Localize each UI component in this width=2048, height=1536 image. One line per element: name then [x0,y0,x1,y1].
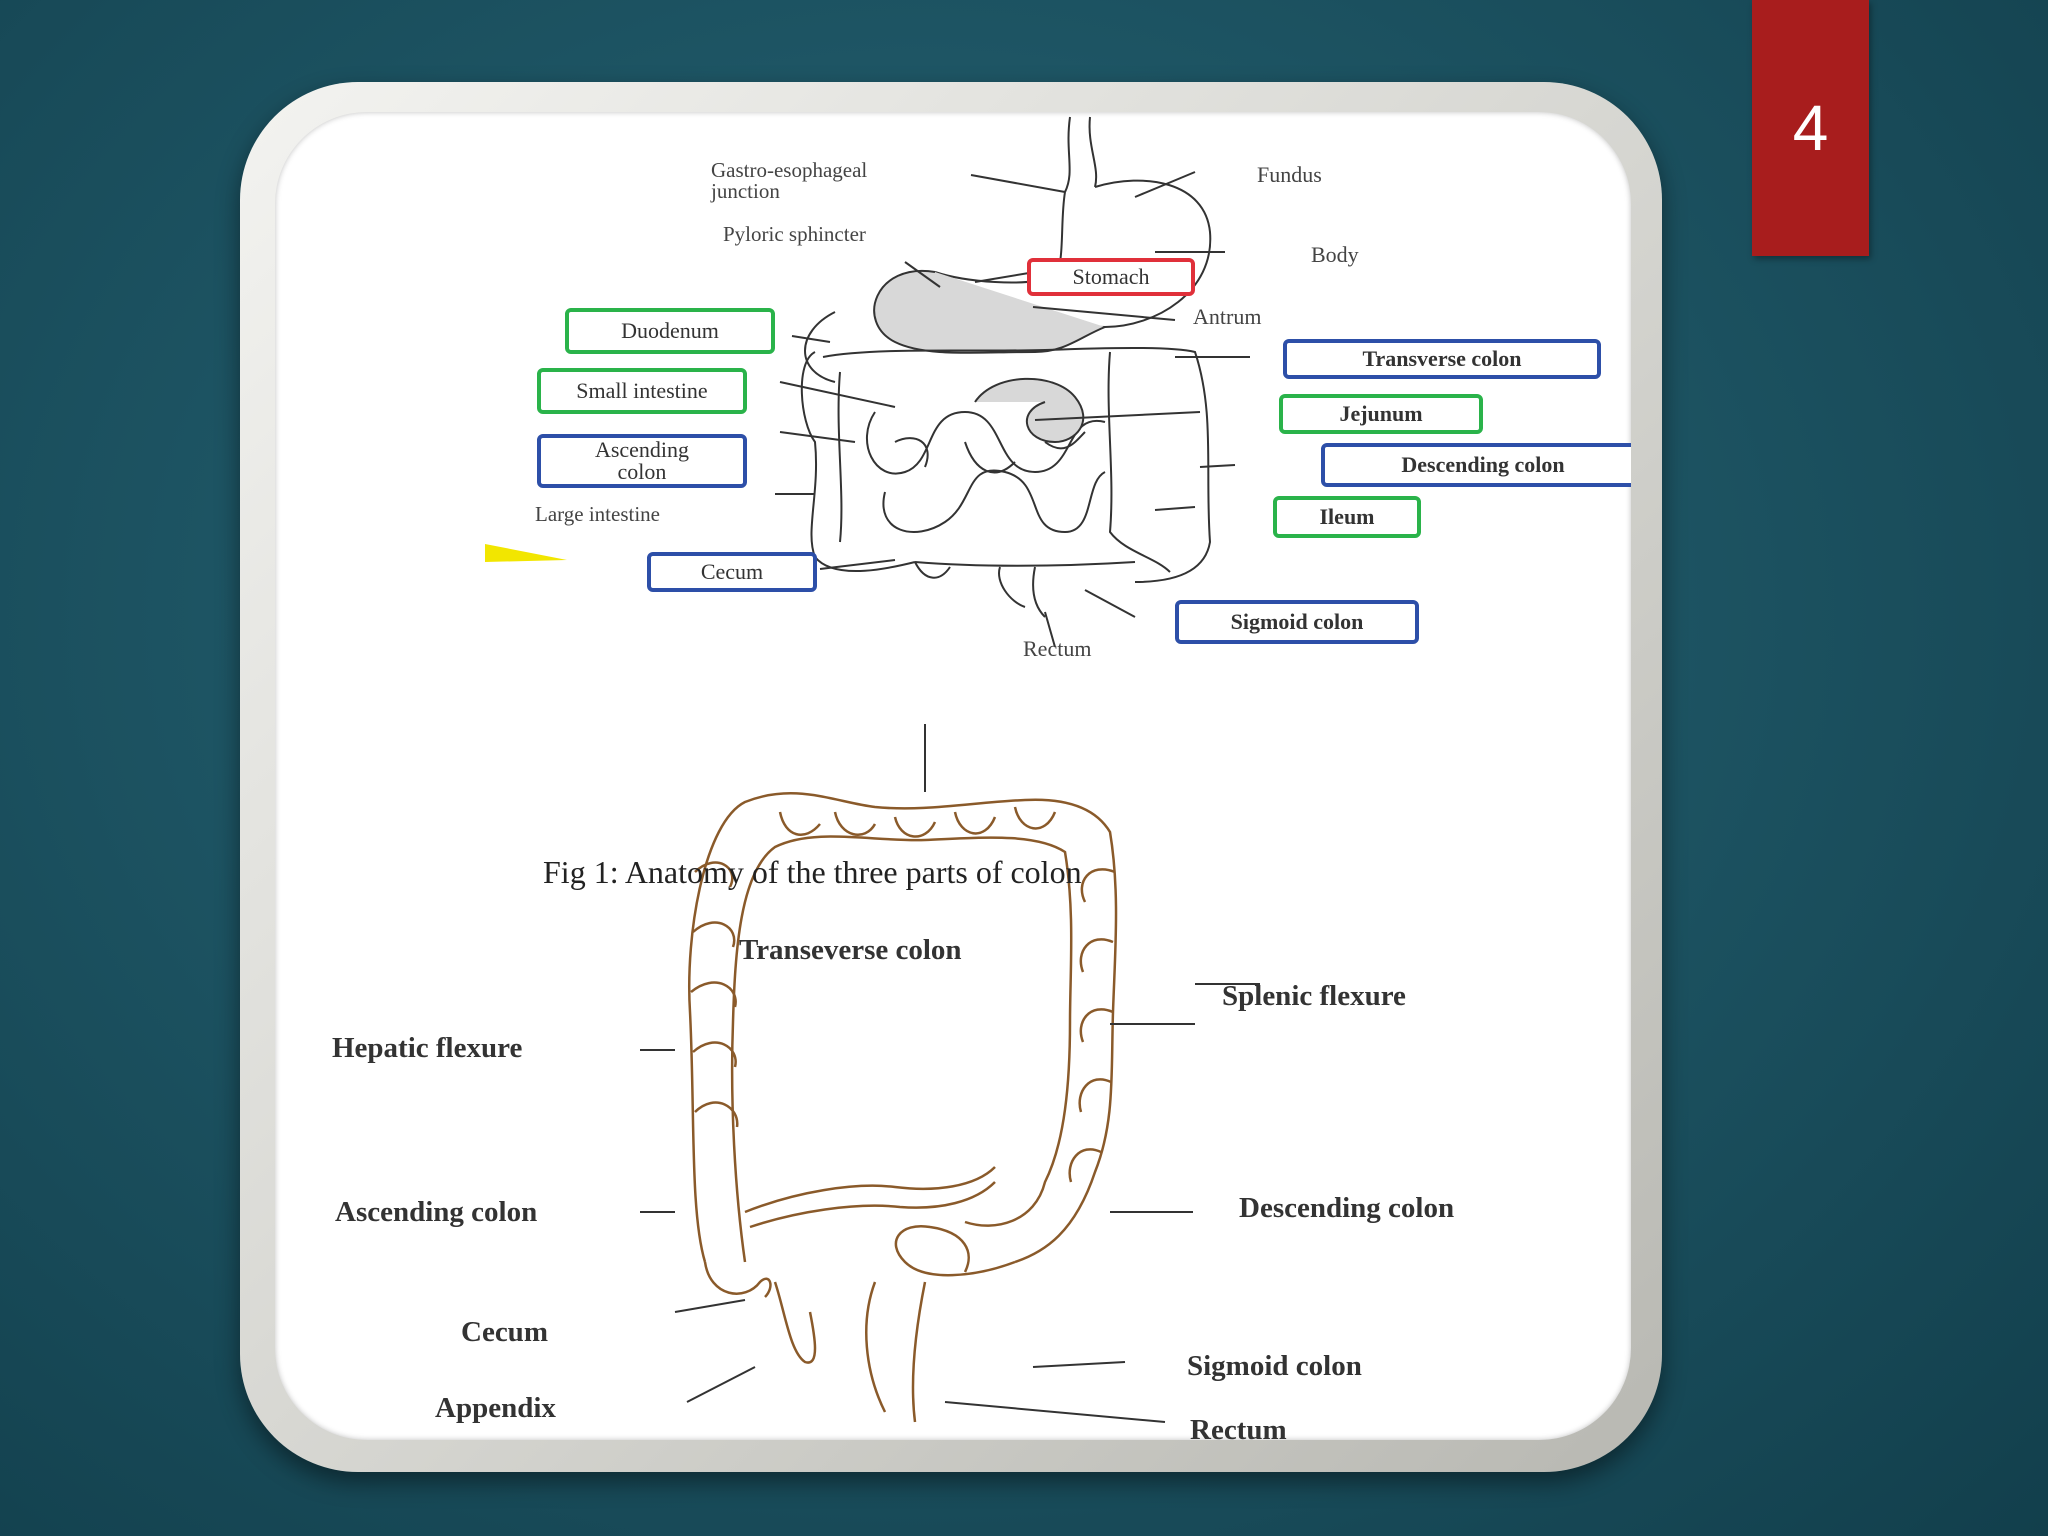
label-rectum-fig1: Rectum [1023,636,1092,661]
box-descending-colon: Descending colon [1321,443,1631,487]
box-cecum-fig1: Cecum [647,552,817,592]
figure1-pointers [775,171,1250,648]
slide-number-badge: 4 [1752,0,1869,256]
box-ascending-colon: Ascending colon [537,434,747,488]
label-descending-colon-fig2: Descending colon [1239,1192,1455,1224]
label-gej-line2: junction [711,179,780,203]
label-gej-line1: Gastro-esophageal [711,158,868,182]
label-fundus: Fundus [1257,162,1322,187]
figure1-caption: Fig 1: Anatomy of the three parts of col… [543,854,1082,890]
diagram-panel: Gastro-esophageal junction Fundus Pylori… [275,112,1631,1440]
label-large-intestine: Large intestine [535,502,660,526]
figure2-drawing [688,792,1118,1423]
figure1-drawing [800,116,1212,618]
label-hepatic-flexure: Hepatic flexure [332,1032,523,1064]
label-gastro-esophageal-junction: Gastro-esophageal junction [711,160,867,202]
box-ascending-line2: colon [617,459,667,484]
yellow-highlight-mark [485,544,567,562]
label-antrum: Antrum [1193,304,1262,329]
label-splenic-flexure: Splenic flexure [1222,980,1406,1012]
label-ascending-colon-fig2: Ascending colon [335,1196,538,1228]
anatomy-drawings [485,116,1260,1423]
box-transverse-colon: Transverse colon [1283,339,1601,379]
box-ascending-line1: Ascending [594,437,690,462]
label-sigmoid-colon-fig2: Sigmoid colon [1187,1350,1362,1382]
box-ileum: Ileum [1273,496,1421,538]
label-transverse-colon-fig2: Transeverse colon [739,934,962,966]
label-pyloric-sphincter: Pyloric sphincter [723,222,866,246]
box-small-intestine: Small intestine [537,368,747,414]
label-body: Body [1311,242,1359,267]
box-duodenum: Duodenum [565,308,775,354]
box-jejunum: Jejunum [1279,394,1483,434]
label-rectum-fig2: Rectum [1190,1414,1287,1441]
box-sigmoid-colon: Sigmoid colon [1175,600,1419,644]
label-appendix: Appendix [435,1392,556,1424]
box-stomach: Stomach [1027,258,1195,296]
label-cecum-fig2: Cecum [461,1316,548,1348]
figure2-arrows [640,724,1260,1423]
